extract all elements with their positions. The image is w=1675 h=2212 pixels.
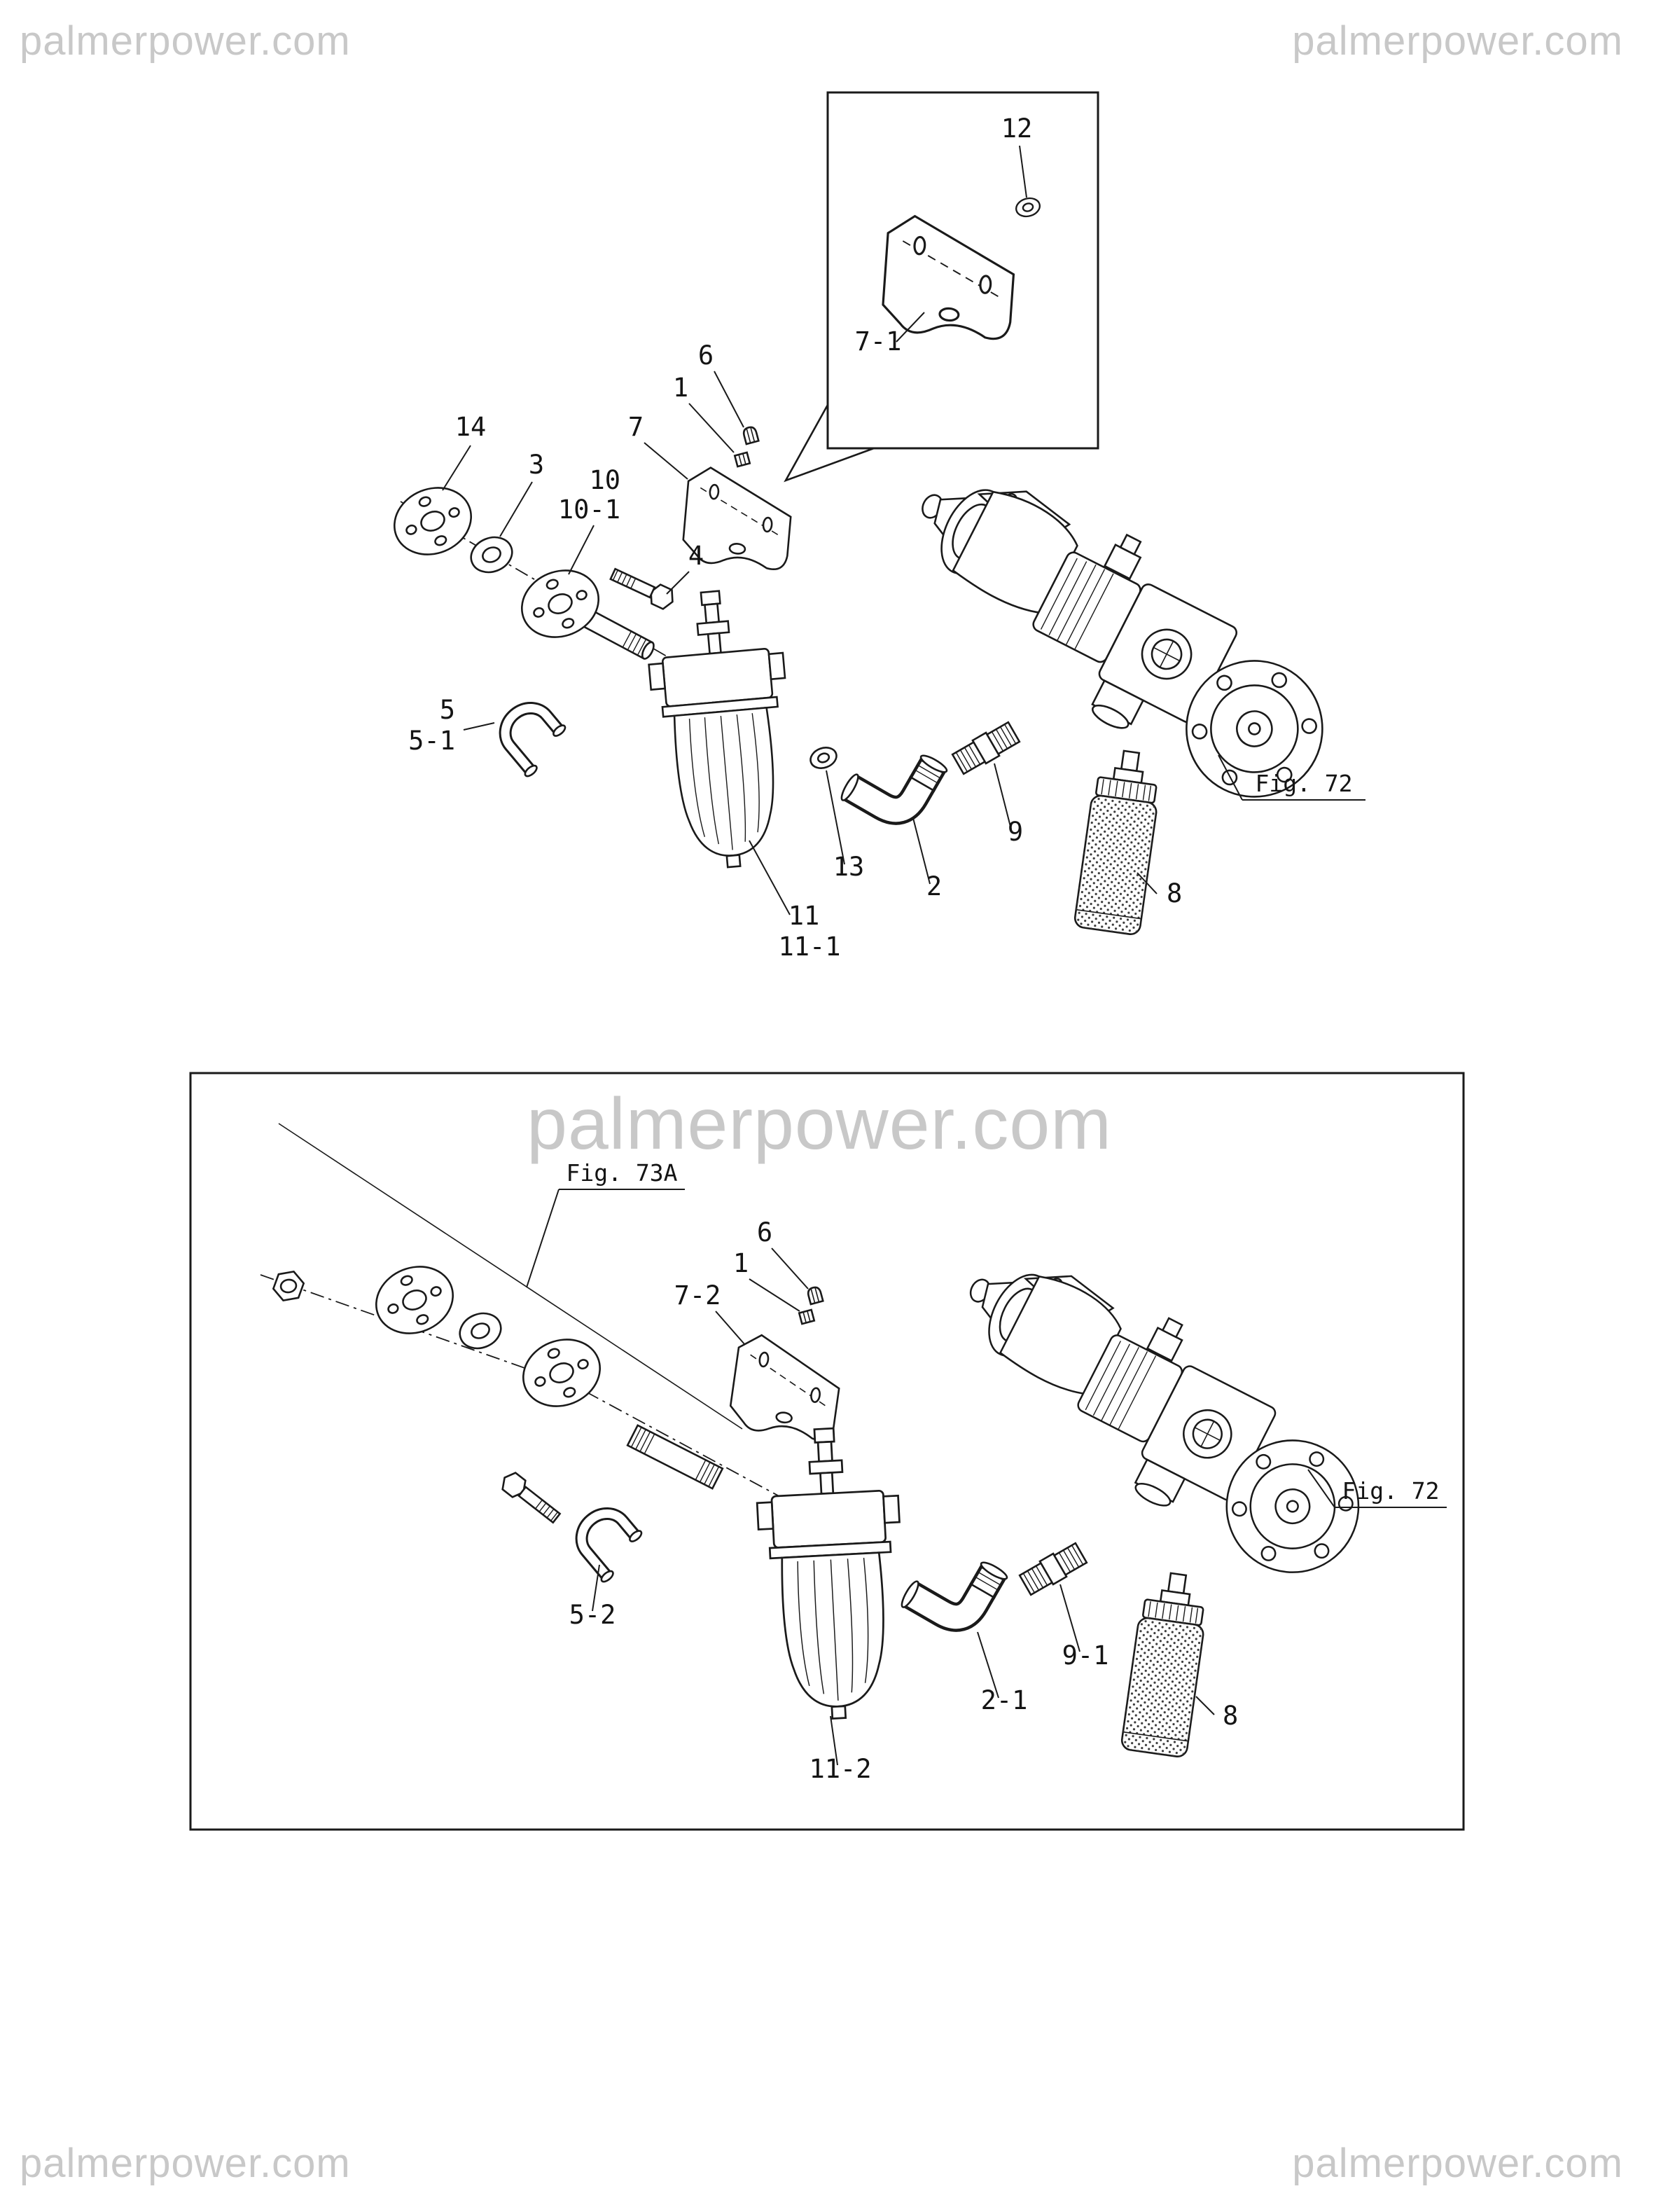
callout-1: 1 xyxy=(673,373,688,403)
nut-part-1-lower xyxy=(798,1308,816,1325)
engine-assembly-fig72-lower xyxy=(918,1231,1403,1596)
callout-9: 9 xyxy=(1008,817,1023,847)
filter-part-11-2 xyxy=(752,1424,911,1723)
nipple-part-9 xyxy=(950,719,1022,777)
callout-6-lower: 6 xyxy=(757,1217,772,1247)
watermark-figure2: palmerpower.com xyxy=(527,1084,1112,1165)
callout-1-lower: 1 xyxy=(733,1248,749,1278)
washer-part-12 xyxy=(1013,195,1043,220)
cap-nut-part-6 xyxy=(741,424,760,445)
bracket-part-7-1 xyxy=(880,213,1019,341)
figure2-fig72-ref: Fig. 72 xyxy=(1342,1477,1439,1505)
strainer-part-8-lower xyxy=(1120,1568,1212,1759)
watermark-bottom-right: palmerpower.com xyxy=(1292,2141,1623,2186)
figure1-fig72-ref: Fig. 72 xyxy=(1255,770,1352,797)
inset-box-border xyxy=(826,91,1099,450)
callout-5-2: 5-2 xyxy=(569,1600,616,1630)
engine-assembly-fig72 xyxy=(868,445,1368,822)
hook-pipe-part-5-2 xyxy=(567,1500,651,1583)
inset-box-pointer xyxy=(784,404,875,483)
callout-2: 2 xyxy=(926,871,942,901)
hex-nut-part xyxy=(270,1269,307,1303)
watermark-top-left: palmerpower.com xyxy=(20,18,351,64)
flange-pipe-part-10 xyxy=(512,559,656,661)
callout-2-1: 2-1 xyxy=(981,1685,1028,1715)
washer-part-13 xyxy=(807,743,840,773)
callout-11: 11 xyxy=(788,901,820,931)
bolt-part-4 xyxy=(607,563,679,613)
callout-10: 10 xyxy=(589,465,620,495)
filter-part-11 xyxy=(641,585,802,873)
callout-8-lower: 8 xyxy=(1223,1701,1238,1731)
figure1-exploded-view: 12 7-1 6 1 7 14 3 10 10-1 4 5 5-1 13 2 9… xyxy=(383,91,1368,962)
elbow-part-2-1 xyxy=(899,1535,1009,1645)
callout-5: 5 xyxy=(440,695,455,725)
nipple-part-9-1 xyxy=(1017,1540,1089,1598)
nut-part-1 xyxy=(733,451,751,468)
washer-part-3 xyxy=(464,530,519,579)
flange-part-a xyxy=(365,1254,464,1346)
bolt-part xyxy=(497,1468,564,1528)
bracket-part-7-2 xyxy=(726,1331,846,1443)
callout-5-1: 5-1 xyxy=(408,726,455,756)
callout-7-1: 7-1 xyxy=(855,326,902,357)
figure2-exploded-view: palmerpower.com xyxy=(189,1072,1465,1831)
callout-7-2: 7-2 xyxy=(674,1280,721,1311)
callout-11-1: 11-1 xyxy=(778,932,840,962)
hook-pipe-part-5 xyxy=(491,694,575,777)
elbow-part-2 xyxy=(839,728,949,838)
figure2-leader-lines xyxy=(526,1189,1447,1766)
inset-detail-box xyxy=(784,91,1099,483)
figure1-leader-lines xyxy=(442,145,1365,915)
figure2-fig73a-label: Fig. 73A xyxy=(567,1159,678,1187)
callout-14: 14 xyxy=(455,412,487,442)
callout-3: 3 xyxy=(529,450,544,480)
callout-13: 13 xyxy=(833,852,865,882)
callout-9-1: 9-1 xyxy=(1062,1640,1109,1671)
callout-8: 8 xyxy=(1167,878,1182,908)
figure2-border xyxy=(189,1072,1465,1831)
callout-12: 12 xyxy=(1001,113,1033,144)
washer-part xyxy=(453,1306,508,1355)
flange-part-b xyxy=(512,1327,611,1418)
threaded-pipe-part xyxy=(626,1424,724,1490)
watermark-top-right: palmerpower.com xyxy=(1292,18,1623,64)
watermark-bottom-left: palmerpower.com xyxy=(20,2141,351,2186)
cap-nut-part-6-lower xyxy=(805,1285,824,1306)
callout-10-1: 10-1 xyxy=(558,495,620,525)
strainer-part-8 xyxy=(1073,746,1165,936)
callout-7: 7 xyxy=(628,412,644,442)
callout-6: 6 xyxy=(698,340,714,371)
figure2-construction-line xyxy=(278,1123,743,1430)
callout-4: 4 xyxy=(688,541,704,571)
callout-11-2: 11-2 xyxy=(809,1754,871,1784)
flange-part-14 xyxy=(383,476,482,567)
